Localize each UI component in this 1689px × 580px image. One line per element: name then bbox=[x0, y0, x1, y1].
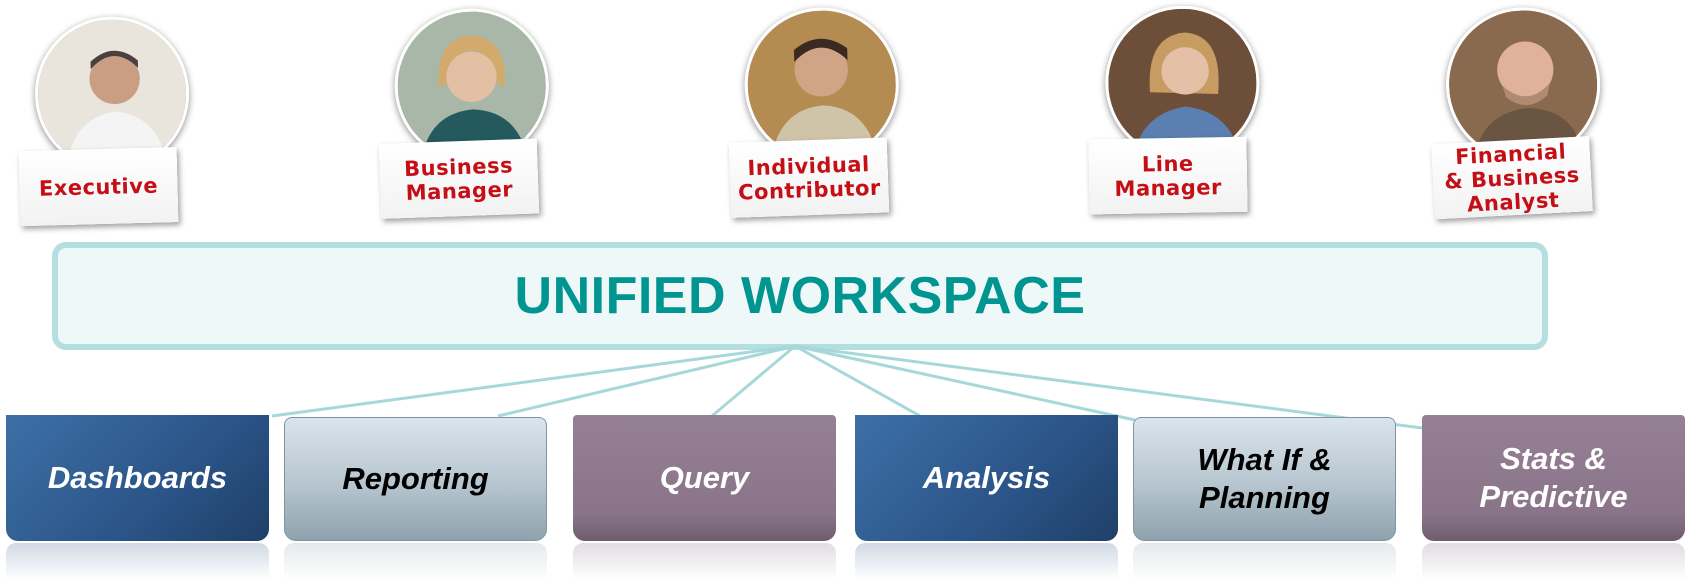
tile-label: Analysis bbox=[922, 460, 1051, 495]
persona-line-manager: Line Manager bbox=[1086, 4, 1261, 233]
persona-business-manager: Business Manager bbox=[374, 6, 552, 237]
tile-reflection bbox=[855, 543, 1118, 580]
connector-dashboards bbox=[271, 344, 796, 418]
tile-reflection bbox=[1422, 543, 1685, 580]
tile-label: Stats & Predictive bbox=[1479, 441, 1628, 514]
connector-what-if bbox=[794, 344, 1136, 422]
tile-dashboards: Dashboards bbox=[6, 415, 269, 541]
tile-reflection bbox=[284, 543, 547, 580]
workspace-title: UNIFIED WORKSPACE bbox=[514, 267, 1086, 325]
connector-query bbox=[711, 344, 796, 418]
tile-what-if-planning: What If & Planning bbox=[1133, 417, 1396, 541]
connector-reporting bbox=[497, 344, 796, 418]
tile-reflection bbox=[6, 543, 269, 580]
tile-reporting: Reporting bbox=[284, 417, 547, 541]
unified-workspace-box: UNIFIED WORKSPACE bbox=[52, 242, 1548, 350]
tile-reflection bbox=[573, 543, 836, 580]
persona-financial-analyst: Financial & Business Analyst bbox=[1424, 3, 1606, 238]
connector-analysis bbox=[794, 344, 921, 418]
tile-label: Reporting bbox=[342, 461, 489, 496]
tile-stats-predictive: Stats & Predictive bbox=[1422, 415, 1685, 541]
persona-individual-contributor: Individual Contributor bbox=[724, 5, 902, 236]
persona-executive: Executive bbox=[15, 14, 192, 244]
tile-label: Dashboards bbox=[47, 460, 228, 495]
tile-reflection bbox=[1133, 543, 1396, 580]
tile-label: Query bbox=[659, 460, 750, 495]
connector-stats bbox=[794, 344, 1423, 430]
tile-query: Query bbox=[573, 415, 836, 541]
tile-analysis: Analysis bbox=[855, 415, 1118, 541]
tile-label: What If & Planning bbox=[1197, 442, 1332, 515]
